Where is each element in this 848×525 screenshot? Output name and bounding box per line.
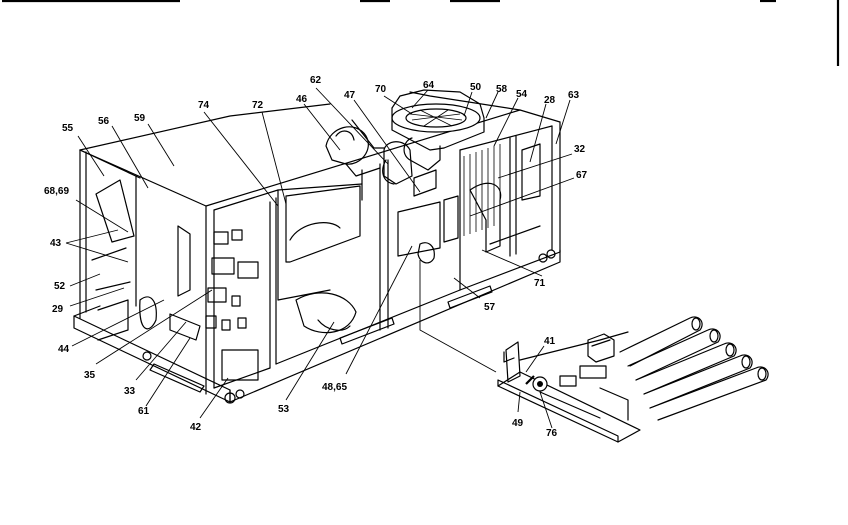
callout-48-65: 48,65 — [322, 382, 347, 393]
callout-70: 70 — [375, 84, 387, 95]
callout-74: 74 — [198, 100, 210, 111]
callout-43: 43 — [50, 238, 62, 249]
callout-53: 53 — [278, 404, 290, 415]
callout-50: 50 — [470, 82, 482, 93]
callout-47: 47 — [344, 90, 356, 101]
callout-55: 55 — [62, 123, 74, 134]
callout-42: 42 — [190, 422, 202, 433]
callout-49: 49 — [512, 418, 524, 429]
callout-64: 64 — [423, 80, 435, 91]
callout-76: 76 — [546, 428, 558, 439]
scan-edge-marks — [2, 0, 840, 66]
leader-lines — [65, 87, 575, 429]
callout-46: 46 — [296, 94, 308, 105]
callout-28: 28 — [544, 95, 556, 106]
callout-62: 62 — [310, 75, 322, 86]
callout-44: 44 — [58, 344, 70, 355]
burner-tubes — [619, 316, 769, 421]
callout-35: 35 — [84, 370, 96, 381]
callout-67: 67 — [576, 170, 588, 181]
unit-cabinet — [73, 91, 561, 404]
burner-assembly — [497, 316, 769, 443]
callout-32: 32 — [574, 144, 586, 155]
callout-54: 54 — [516, 89, 528, 100]
callout-29: 29 — [52, 304, 64, 315]
burner-pointer-line — [419, 260, 497, 373]
callout-labels: 55 56 59 74 72 46 62 47 70 64 50 58 54 2… — [44, 75, 588, 439]
callout-72: 72 — [252, 100, 264, 111]
callout-58: 58 — [496, 84, 508, 95]
callout-68-69: 68,69 — [44, 186, 69, 197]
callout-33: 33 — [124, 386, 136, 397]
callout-63: 63 — [568, 90, 580, 101]
callout-41: 41 — [544, 336, 556, 347]
callout-71: 71 — [534, 278, 546, 289]
callout-57: 57 — [484, 302, 496, 313]
condenser-fan-assembly — [325, 89, 485, 197]
callout-56: 56 — [98, 116, 110, 127]
callout-59: 59 — [134, 113, 146, 124]
callout-52: 52 — [54, 281, 66, 292]
callout-61: 61 — [138, 406, 150, 417]
